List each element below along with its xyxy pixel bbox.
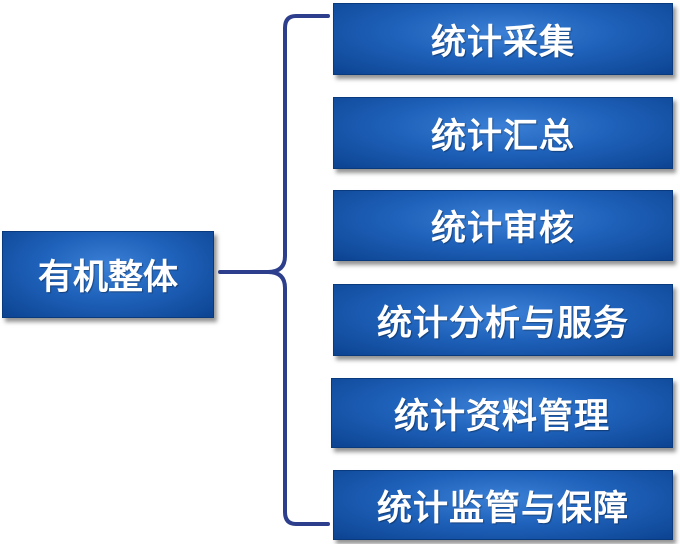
root-node: 有机整体	[2, 231, 214, 318]
child-node-6: 统计监管与保障	[333, 470, 673, 540]
child-node-label: 统计采集	[430, 22, 575, 63]
child-node-label: 统计资料管理	[393, 396, 610, 437]
child-node-2: 统计汇总	[333, 97, 673, 169]
child-node-label: 统计审核	[430, 209, 575, 249]
root-node-label: 有机整体	[37, 258, 178, 298]
child-node-1: 统计采集	[333, 3, 673, 75]
child-node-5: 统计资料管理	[331, 378, 673, 448]
child-node-4: 统计分析与服务	[333, 284, 673, 356]
child-node-3: 统计审核	[333, 190, 673, 261]
child-node-label: 统计分析与服务	[376, 303, 629, 344]
child-node-label: 统计汇总	[430, 116, 575, 157]
child-node-label: 统计监管与保障	[376, 488, 629, 529]
